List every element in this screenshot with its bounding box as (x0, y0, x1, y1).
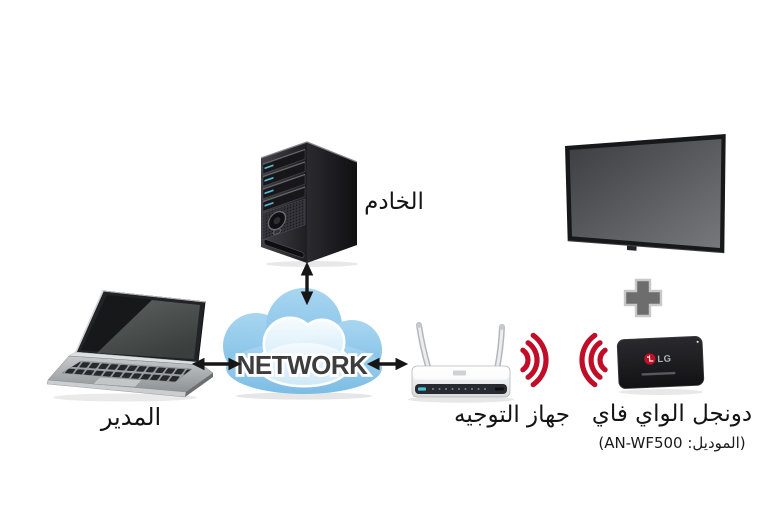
lg-logo: LG (644, 353, 672, 365)
router-icon (408, 322, 514, 403)
wifi-dongle-icon: LG (616, 336, 705, 395)
plus-icon (623, 278, 663, 318)
dongle-model-label: (الموديل: AN-WF500) (598, 434, 746, 452)
dongle-label: دونجل الواي فاي (591, 401, 753, 427)
laptop-icon (46, 290, 214, 402)
server-tower-icon (260, 141, 358, 267)
manager-label: المدير (100, 403, 162, 431)
tv-icon (565, 134, 726, 254)
network-cloud-label: NETWORK (237, 350, 369, 380)
router-label: جهاز التوجيه (454, 402, 570, 428)
network-cloud-icon: NETWORK (223, 288, 382, 400)
router-led-dots (431, 387, 487, 391)
wifi-waves-right-icon (520, 332, 549, 388)
server-label: الخادم (364, 189, 424, 215)
router-antennas (416, 322, 505, 373)
cloud-inner-lobes (259, 319, 349, 385)
wifi-waves-left-icon (579, 332, 608, 388)
lg-logo-text: LG (657, 353, 672, 365)
